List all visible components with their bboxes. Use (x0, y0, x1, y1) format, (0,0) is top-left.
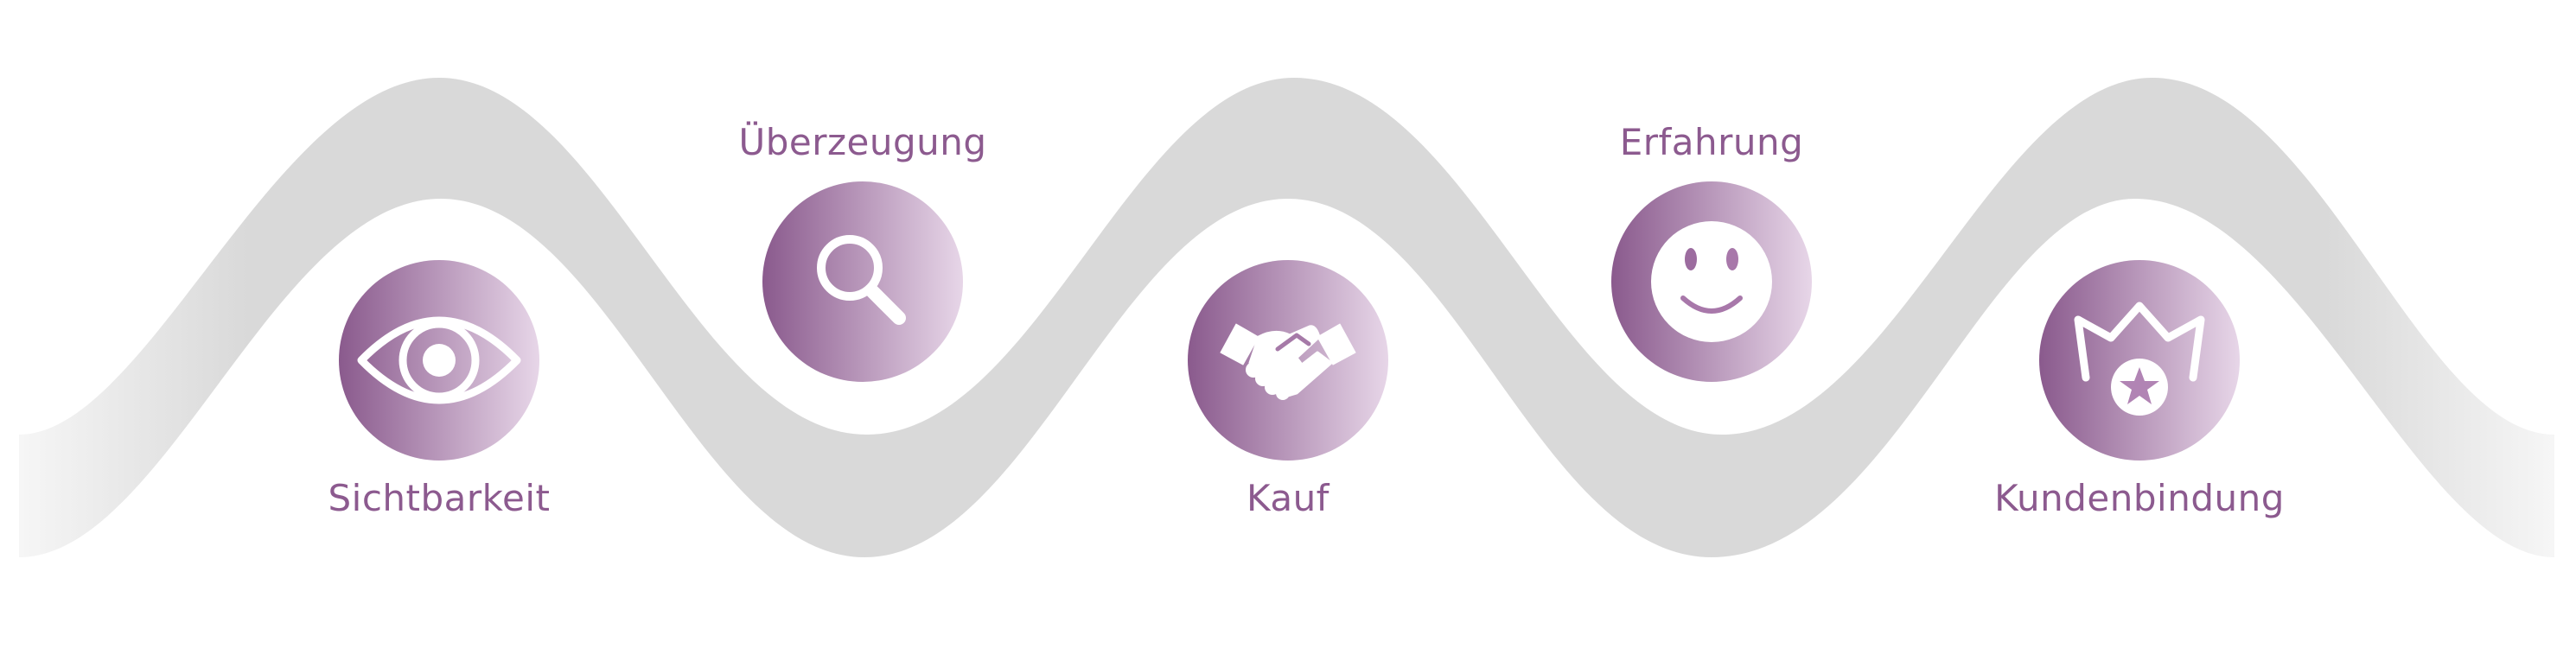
step-kauf (1188, 260, 1388, 461)
step-label-erfahrung: Erfahrung (1619, 121, 1804, 163)
step-label-sichtbarkeit: Sichtbarkeit (328, 477, 551, 519)
step-circle (762, 181, 963, 382)
magnifier-icon (817, 235, 906, 325)
step-sichtbarkeit (339, 260, 539, 461)
step-erfahrung (1611, 181, 1812, 382)
handshake-icon (1220, 323, 1356, 400)
eye-icon (357, 316, 521, 404)
smiley-icon (1651, 221, 1772, 342)
crown-star-icon (2074, 302, 2205, 416)
step-kundenbindung (2039, 260, 2240, 461)
step-label-kauf: Kauf (1247, 477, 1329, 519)
step-label-ueberzeugung: Überzeugung (738, 121, 987, 163)
wave-band (19, 78, 2554, 557)
step-label-kundenbindung: Kundenbindung (1994, 477, 2285, 519)
step-ueberzeugung (762, 181, 963, 382)
